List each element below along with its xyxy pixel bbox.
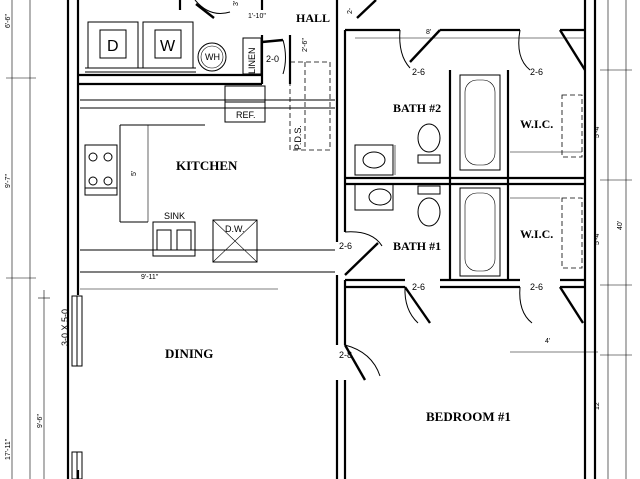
bath2-fixtures (354, 74, 501, 176)
left-total-dim: 17'-11" (5, 438, 12, 460)
sink-label: SINK (164, 211, 185, 221)
hall-width-dim: 2'-6" (302, 38, 309, 52)
wic-top-door-size: 2-6 (412, 67, 425, 77)
dishwasher-label: D.W. (225, 224, 245, 234)
hall-mark: 2- (347, 7, 354, 14)
dining-window (71, 295, 83, 479)
left-mid-dim: 9'-7" (5, 174, 12, 188)
bedroom1-label: BEDROOM #1 (426, 409, 511, 424)
linen-width-dim: 1'-10" (248, 13, 266, 20)
right-total-dim: 40' (617, 221, 624, 230)
kitchen-label: KITCHEN (176, 158, 238, 173)
top-left-dim: 6'-6" (5, 14, 12, 28)
dryer-label: W (160, 38, 176, 55)
pds-label: P.D.S. (293, 125, 303, 150)
bedroom-door-size: 2-8 (339, 350, 352, 360)
wic-width-dim: 4' (545, 338, 550, 345)
linen-door-size: 2-0 (266, 54, 279, 64)
refrigerator-label: REF. (236, 110, 256, 120)
dining-label: DINING (165, 346, 213, 361)
wic-bottom-door-size: 2-6 (530, 282, 543, 292)
wic-top-label: W.I.C. (520, 117, 553, 131)
linen-closet (242, 37, 286, 75)
bath2-door-size: 2-6 (530, 67, 543, 77)
dining-window-size: 3-0 X 5-0 (60, 309, 70, 346)
dimension-lines (6, 0, 632, 479)
kitchen-fixtures (80, 85, 335, 273)
linen-label: LINEN (247, 47, 257, 74)
bath1-label: BATH #1 (393, 239, 441, 253)
bath1-fixtures (354, 183, 501, 277)
hall-label: HALL (296, 11, 330, 25)
top-small-dim: 3' (233, 1, 240, 6)
wic-bottom-label: W.I.C. (520, 227, 553, 241)
wic-top-h-dim: 5'-4" (594, 124, 601, 138)
bath1-side-door-size: 2-6 (339, 241, 352, 251)
wic-closets (510, 94, 583, 269)
counter-depth-dim: 5' (131, 171, 138, 176)
kitchen-width-dim: 9'-11" (141, 274, 159, 281)
water-heater-label: WH (205, 52, 220, 62)
pds-area (289, 61, 331, 151)
bath-width-dim: 8' (426, 29, 431, 36)
washer-label: D (107, 38, 119, 55)
wic-bottom-h-dim: 5'-4" (594, 231, 601, 245)
laundry-area (85, 0, 231, 73)
walls (66, 0, 597, 479)
bedroom-h-dim: 12' (594, 401, 601, 410)
left-low-dim: 9'-6" (37, 414, 44, 428)
door-swings (343, 29, 587, 381)
bath2-label: BATH #2 (393, 101, 441, 115)
bath1-bottom-door-size: 2-6 (412, 282, 425, 292)
